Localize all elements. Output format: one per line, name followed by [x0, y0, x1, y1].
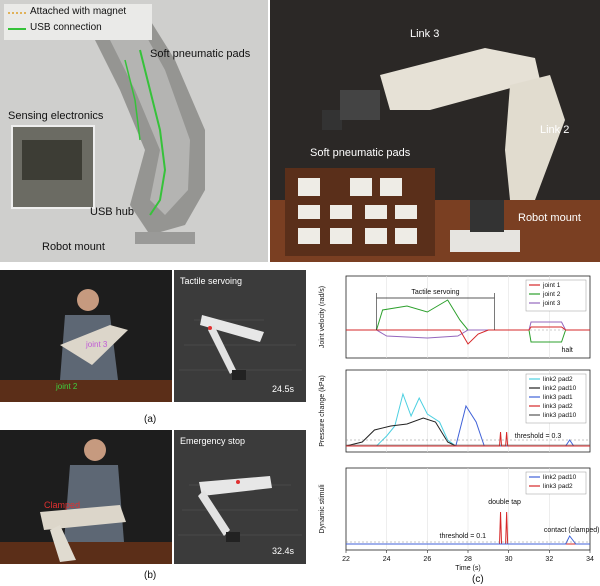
x-tick-label: 34	[586, 556, 594, 563]
label-soft-pads: Soft pneumatic pads	[150, 48, 251, 60]
series-link3-pad2	[346, 431, 590, 447]
label-clamped: Clamped	[44, 500, 81, 510]
photo-tactile-servoing: joint 3 joint 2	[0, 270, 172, 402]
robot-arm-photo-illustration	[270, 0, 600, 262]
sim-title-b: Emergency stop	[180, 436, 246, 446]
robot-arm-illustration	[0, 0, 268, 262]
caption-c: (c)	[472, 574, 484, 585]
label-link-2: Link 2	[540, 124, 570, 136]
label-link-3: Link 3	[410, 28, 440, 40]
legend-box	[4, 4, 152, 40]
label-robot-mount: Robot mount	[42, 241, 105, 253]
annotation-contact: contact (clamped)	[544, 527, 600, 534]
label-joint-2: joint 2	[56, 382, 78, 391]
legend-usb: USB connection	[30, 22, 102, 33]
usb-legend-swatch	[8, 28, 26, 30]
x-tick-label: 32	[545, 556, 553, 563]
person-robot-illustration	[0, 270, 172, 402]
x-tick-label: 30	[505, 556, 513, 563]
annotation-halt: halt	[562, 347, 573, 354]
legend-label-2: link3 pad10	[543, 412, 577, 419]
legend-label-2: link3 pad2	[543, 403, 573, 410]
x-tick-label: 26	[423, 556, 431, 563]
label-usb-hub: USB hub	[90, 206, 135, 218]
x-tick-label: 28	[464, 556, 472, 563]
sim-robot-arm-a	[174, 270, 306, 402]
series-joint-2	[346, 299, 590, 343]
label-robot-mount-right: Robot mount	[518, 212, 581, 224]
sim-robot-arm-b	[174, 430, 306, 564]
series-dyn-link2-pad10	[346, 535, 590, 545]
annotation-threshold-3: threshold = 0.1	[440, 533, 487, 540]
magnet-legend-swatch	[8, 12, 26, 14]
photo-robot-arm: Link 3 Link 2 Soft pneumatic pads Robot …	[270, 0, 600, 262]
legend-label-2: link2 pad10	[543, 385, 577, 392]
series-joint-3	[346, 321, 590, 339]
sim-time-b: 32.4s	[272, 546, 295, 556]
label-sensing-electronics: Sensing electronics	[8, 110, 104, 122]
legend-label-1: joint 3	[542, 300, 561, 307]
series-link2-pad10	[345, 417, 590, 447]
caption-b: (b)	[144, 570, 157, 581]
person-clamped-illustration	[0, 430, 172, 564]
sim-time-a: 24.5s	[272, 384, 295, 394]
ylabel-1: Joint velocity (rad/s)	[319, 286, 326, 348]
legend-magnet: Attached with magnet	[30, 6, 127, 17]
legend-label-2: link3 pad1	[543, 394, 573, 401]
photo-hardware-overview: Attached with magnet USB connection Soft…	[0, 0, 268, 262]
series-joint-1	[346, 326, 590, 345]
x-tick-label: 24	[383, 556, 391, 563]
x-axis-label: Time (s)	[455, 565, 480, 572]
label-joint-3: joint 3	[86, 340, 108, 349]
annotation-double-tap: double tap	[488, 499, 521, 506]
sim-emergency-stop: Emergency stop 32.4s	[174, 430, 306, 564]
annotation-tactile-servoing: Tactile servoing	[411, 289, 459, 296]
legend-label-2: link2 pad2	[543, 376, 573, 383]
ylabel-3: Dynamic stimuli	[319, 484, 326, 533]
x-tick-label: 22	[342, 556, 350, 563]
label-soft-pads-right: Soft pneumatic pads	[310, 147, 411, 159]
ylabel-2: Pressure change (kPa)	[319, 375, 326, 447]
legend-label-1: joint 2	[542, 291, 561, 298]
legend-label-3: link3 pad2	[543, 483, 573, 490]
chart-panel-c: Joint velocity (rad/s) joint 1 joint 2 join…	[319, 275, 600, 572]
sim-tactile-servoing: Tactile servoing 24.5s	[174, 270, 306, 402]
series-link2-pad2	[346, 392, 590, 447]
sim-title-a: Tactile servoing	[180, 276, 243, 286]
annotation-threshold-2: threshold = 0.3	[515, 433, 562, 440]
photo-emergency-stop: Clamped	[0, 430, 172, 564]
caption-a: (a)	[144, 414, 157, 425]
legend-label-1: joint 1	[542, 282, 561, 289]
legend-label-3: link2 pad10	[543, 474, 577, 481]
legend-box-3	[525, 471, 587, 495]
